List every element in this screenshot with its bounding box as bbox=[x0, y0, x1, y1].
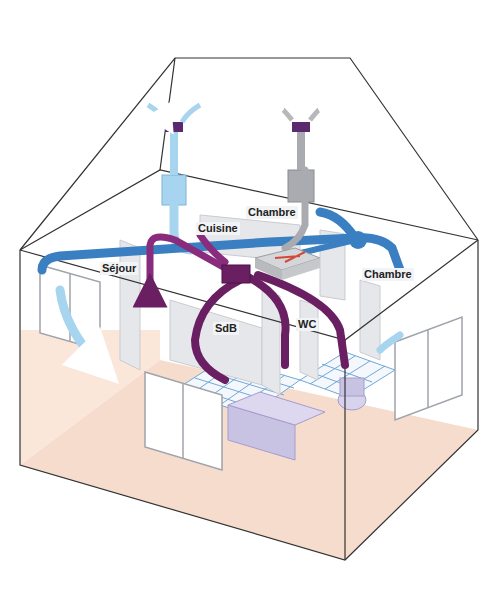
room-label: Chambre bbox=[362, 268, 414, 281]
splitter bbox=[349, 231, 367, 249]
exhaust-ducts bbox=[150, 170, 345, 380]
ventilation-unit bbox=[222, 248, 320, 283]
room-label: SdB bbox=[213, 322, 239, 335]
room-label: Séjour bbox=[100, 262, 138, 275]
windows bbox=[40, 265, 462, 470]
house-outline bbox=[20, 58, 478, 560]
room-label: WC bbox=[296, 318, 318, 331]
supply-ducts bbox=[42, 205, 400, 365]
room-label: Cuisine bbox=[196, 222, 240, 235]
room-label: Chambre bbox=[246, 206, 298, 219]
